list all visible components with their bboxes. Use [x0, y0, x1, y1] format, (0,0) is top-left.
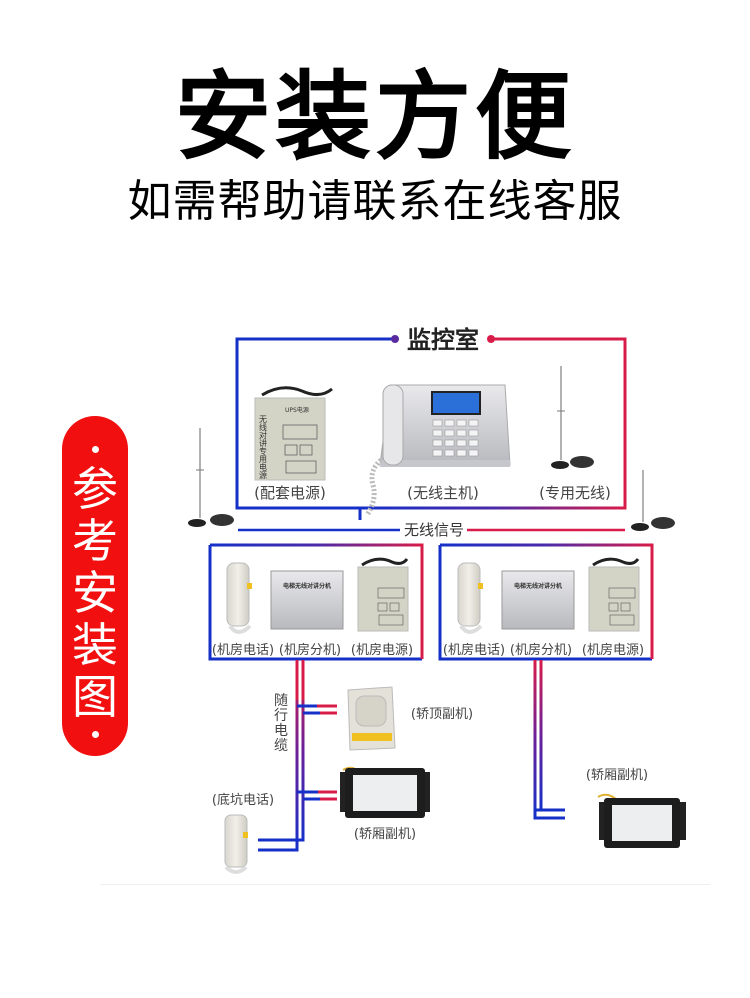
power-box-text: 无线对讲专用电源	[259, 415, 268, 480]
badge-char: 考	[72, 514, 118, 568]
power-unit-icon	[357, 566, 409, 632]
label-pit-phone: (底坑电话)	[212, 792, 274, 808]
reference-install-badge: 参 考 安 装 图	[62, 416, 128, 756]
label-machine-room-phone-1: (机房电话)	[212, 642, 274, 658]
badge-char: 参	[72, 462, 118, 516]
coiled-cord-icon	[364, 458, 383, 517]
label-machine-room-phone-2: (机房电话)	[443, 642, 505, 658]
ups-brand-text: UPS电源	[285, 406, 309, 414]
label-machine-room-power-2: (机房电源)	[582, 642, 644, 658]
cable-label: 随 行 电 缆	[274, 693, 288, 754]
power-unit-icon	[588, 566, 640, 632]
wireless-signal-line: 无线信号	[238, 508, 625, 539]
car-top-speaker-icon	[347, 686, 396, 751]
antenna-icon	[551, 366, 594, 469]
wire-node	[391, 335, 399, 343]
antenna-right-icon	[631, 470, 675, 531]
wireless-host-device	[364, 384, 511, 517]
label-machine-room-extension-2: (机房分机)	[510, 642, 572, 658]
antenna-left-icon	[188, 428, 234, 527]
label-power-supply: (配套电源)	[254, 484, 326, 502]
traveling-cable-left	[258, 660, 337, 852]
extension-unit-icon	[270, 570, 344, 630]
car-extension-1-icon	[340, 766, 430, 818]
wireless-signal-label: 无线信号	[404, 521, 464, 539]
power-supply-device: 无线对讲专用电源 UPS电源	[254, 386, 333, 481]
lcd-screen-icon	[431, 391, 481, 415]
badge-char: 装	[72, 618, 118, 672]
headline-title: 安装方便	[175, 61, 575, 173]
machine-room-box-2: 电梯无线对讲分机	[438, 543, 654, 661]
pit-phone-icon	[224, 814, 248, 874]
label-car-2: (轿厢副机)	[586, 768, 648, 783]
cable-char: 行	[274, 708, 288, 724]
wire-blue	[235, 337, 392, 510]
wire-red	[490, 337, 627, 508]
badge-char: 安	[72, 566, 118, 620]
wire-node	[487, 335, 495, 343]
label-car-top: (轿顶副机)	[411, 707, 473, 722]
intercom-phone-icon	[226, 562, 250, 627]
label-machine-room-extension-1: (机房分机)	[279, 642, 341, 658]
divider	[100, 884, 710, 885]
badge-char: 图	[72, 670, 118, 724]
headline-subtitle: 如需帮助请联系在线客服	[127, 176, 623, 227]
label-antenna: (专用无线)	[539, 484, 611, 502]
traveling-cable-right	[533, 660, 565, 820]
monitor-room-box: 监控室	[235, 326, 627, 510]
cable-char: 随	[274, 693, 288, 709]
intercom-phone-icon	[457, 562, 481, 627]
label-car-1: (轿厢副机)	[354, 827, 416, 842]
label-wireless-host: (无线主机)	[407, 484, 479, 502]
label-machine-room-power-1: (机房电源)	[351, 642, 413, 658]
extension-box-text: 电梯无线对讲分机	[283, 582, 331, 590]
cable-char: 电	[274, 723, 288, 739]
extension-box-text: 电梯无线对讲分机	[514, 582, 562, 590]
machine-room-box-1: 电梯无线对讲分机	[208, 543, 424, 661]
extension-unit-icon	[501, 570, 575, 630]
badge-dot-bottom	[91, 731, 99, 738]
monitor-room-title: 监控室	[407, 326, 479, 354]
badge-dot-top	[91, 446, 99, 453]
car-extension-2-icon	[597, 793, 686, 848]
keypad-icon	[432, 419, 479, 457]
cable-char: 缆	[274, 738, 288, 754]
